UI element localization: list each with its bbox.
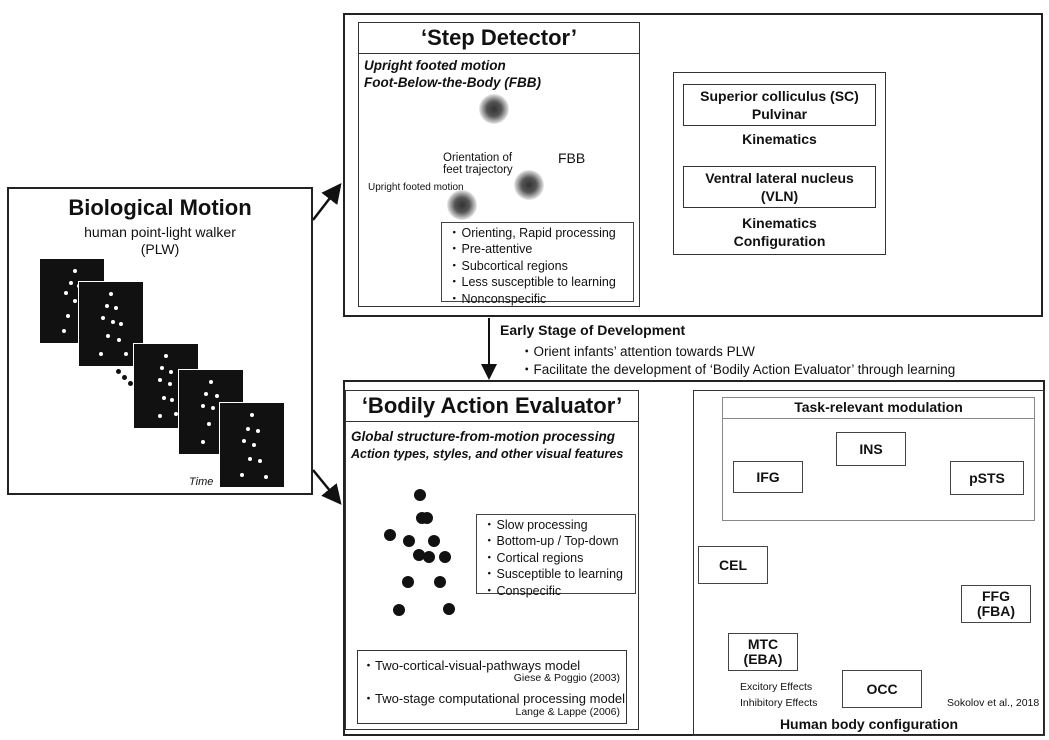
legend-excitory: Excitory Effects xyxy=(740,681,813,693)
bae-property: Bottom-up / Top-down xyxy=(483,533,629,549)
legend-inhibitory: Inhibitory Effects xyxy=(740,697,818,709)
arrow-bio-to-bae xyxy=(312,469,342,505)
time-label: Time xyxy=(189,476,214,488)
arrow-bio-to-step xyxy=(312,183,342,221)
network-panel xyxy=(693,390,1045,736)
step-detector-title: ‘Step Detector’ xyxy=(420,25,578,50)
task-relevant-title-box: Task-relevant modulation xyxy=(722,397,1035,419)
bae-sub2: Action types, styles, and other visual f… xyxy=(351,447,624,461)
model2-ref: Lange & Lappe (2006) xyxy=(515,706,620,718)
task-relevant-title: Task-relevant modulation xyxy=(794,399,963,415)
step-sub2: Foot-Below-the-Body (FBB) xyxy=(364,75,541,90)
fbb-label: FBB xyxy=(558,150,586,166)
model1-ref: Giese & Poggio (2003) xyxy=(513,672,620,684)
walker-dot xyxy=(414,489,426,501)
dev-point-2: ・Facilitate the development of ‘Bodily A… xyxy=(520,362,956,377)
foot-blob-right xyxy=(514,170,544,200)
sc-line2: Pulvinar xyxy=(751,106,808,122)
walker-dot xyxy=(402,576,414,588)
step-detector-title-box: ‘Step Detector’ xyxy=(358,22,640,54)
dev-point-1: ・Orient infants’ attention towards PLW xyxy=(520,344,755,359)
plw-frame-5 xyxy=(219,402,285,488)
model1-label: ・Two-cortical-visual-pathways model xyxy=(362,658,581,673)
bae-title-box: ‘Bodily Action Evaluator’ xyxy=(345,390,639,422)
walker-dot xyxy=(443,603,455,615)
step-sub1: Upright footed motion xyxy=(364,58,506,73)
network-bottom-label: Human body configuration xyxy=(779,716,959,732)
walker-dot xyxy=(384,529,396,541)
bio-abbr: (PLW) xyxy=(140,241,180,257)
model2-label: ・Two-stage computational processing mode… xyxy=(362,691,626,706)
step-property: Nonconspecific xyxy=(448,291,627,307)
step-property: Orienting, Rapid processing xyxy=(448,225,627,241)
walker-dot xyxy=(439,551,451,563)
bae-title: ‘Bodily Action Evaluator’ xyxy=(361,393,623,418)
head-blob xyxy=(479,94,509,124)
bae-sub1: Global structure-from-motion processing xyxy=(351,429,616,444)
configuration-label: Configuration xyxy=(733,233,826,249)
step-properties-list: Orienting, Rapid processing Pre-attentiv… xyxy=(441,222,634,306)
bio-title: Biological Motion xyxy=(68,195,252,220)
step-property: Less susceptible to learning xyxy=(448,274,627,290)
walker-dot xyxy=(423,551,435,563)
walker-dot xyxy=(428,535,440,547)
dev-title: Early Stage of Development xyxy=(500,322,686,338)
walker-dot xyxy=(434,576,446,588)
orientation-label-2: feet trajectory xyxy=(443,164,513,176)
bae-property: Conspecific xyxy=(483,583,629,599)
bae-property: Slow processing xyxy=(483,517,629,533)
node-cel: CEL xyxy=(698,546,768,584)
bae-property: Cortical regions xyxy=(483,550,629,566)
walker-dot xyxy=(403,535,415,547)
citation: Sokolov et al., 2018 xyxy=(947,697,1040,709)
vln-box: Ventral lateral nucleus (VLN) xyxy=(683,166,876,208)
node-ffg: FFG(FBA) xyxy=(961,585,1031,623)
models-box: ・Two-cortical-visual-pathways model Gies… xyxy=(357,650,627,724)
node-ifg: IFG xyxy=(733,461,803,493)
node-occ: OCC xyxy=(842,670,922,708)
node-ins: INS xyxy=(836,432,906,466)
bio-subtitle: human point-light walker xyxy=(84,224,236,240)
ellipsis-dot xyxy=(128,381,133,386)
vln-line2: (VLN) xyxy=(760,188,799,204)
orientation-label-1: Orientation of xyxy=(443,152,513,164)
vln-line1: Ventral lateral nucleus xyxy=(705,170,854,186)
upright-label: Upright footed motion xyxy=(368,182,464,193)
step-property: Pre-attentive xyxy=(448,241,627,257)
node-psts: pSTS xyxy=(950,461,1024,495)
foot-blob-left xyxy=(447,190,477,220)
bae-property: Susceptible to learning xyxy=(483,566,629,582)
bae-properties-list: Slow processing Bottom-up / Top-down Cor… xyxy=(476,514,636,598)
sc-line1: Superior colliculus (SC) xyxy=(700,88,859,104)
sc-box: Superior colliculus (SC) Pulvinar xyxy=(683,84,876,126)
ellipsis-dot xyxy=(116,369,121,374)
node-mtc: MTC(EBA) xyxy=(728,633,798,671)
walker-dot xyxy=(421,512,433,524)
ellipsis-dot xyxy=(122,375,127,380)
walker-dot xyxy=(393,604,405,616)
kinematics-label-2: Kinematics xyxy=(742,215,817,231)
walker-dot xyxy=(413,549,425,561)
kinematics-label-1: Kinematics xyxy=(742,131,817,147)
step-property: Subcortical regions xyxy=(448,258,627,274)
